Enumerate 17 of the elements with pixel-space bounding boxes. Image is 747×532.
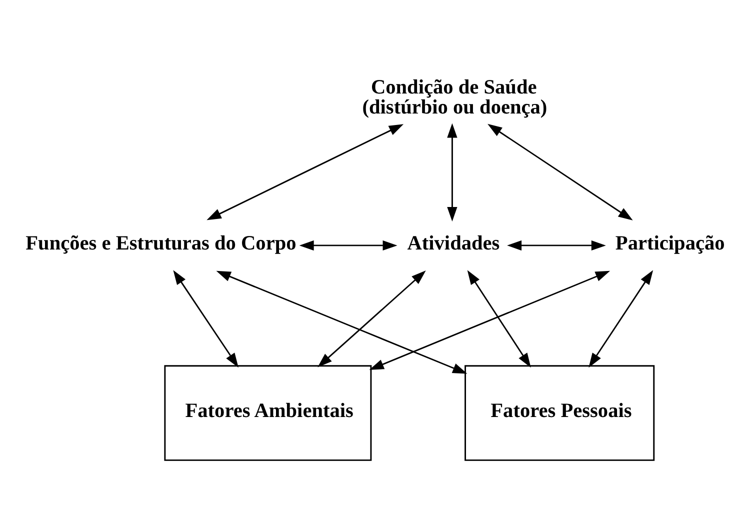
arrow: [447, 122, 458, 221]
node-box: Fatores Pessoais: [464, 364, 655, 460]
arrow: [318, 270, 426, 367]
arrow: [588, 270, 654, 368]
arrow: [173, 270, 238, 368]
node-text: Condição de Saúde (distúrbio ou doença): [362, 76, 548, 118]
arrow: [467, 270, 531, 368]
node-box: Fatores Ambientais: [164, 364, 372, 460]
arrow: [216, 270, 468, 374]
arrow: [488, 123, 633, 220]
arrow: [507, 240, 606, 250]
arrow: [299, 240, 398, 250]
node-text: Participação: [615, 232, 725, 254]
arrow: [206, 124, 404, 220]
node-text: Atividades: [407, 232, 500, 254]
node-text: Funções e Estruturas do Corpo: [26, 232, 296, 254]
arrow: [369, 270, 610, 370]
